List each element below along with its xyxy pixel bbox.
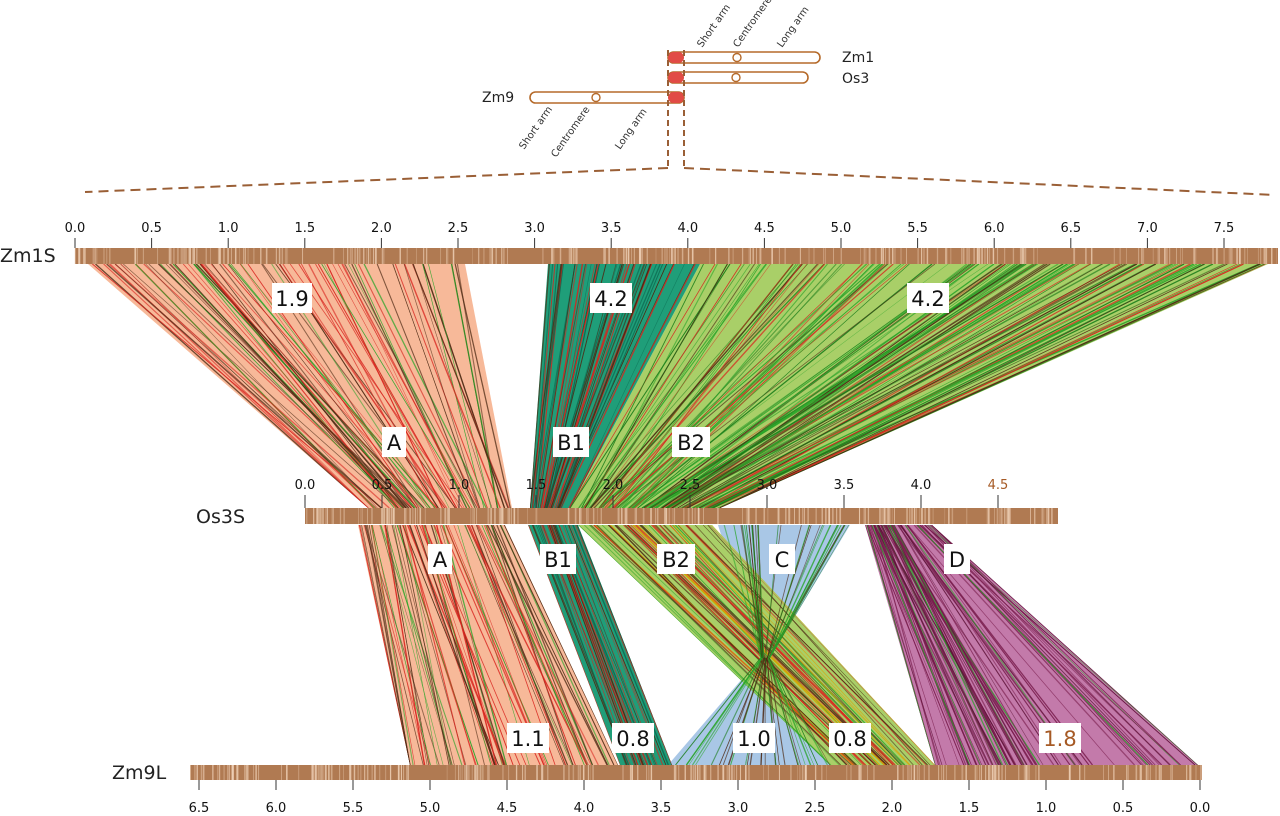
tick-label: 2.5 bbox=[680, 478, 701, 493]
tick-label: 5.5 bbox=[907, 221, 928, 236]
track-zm1s: Zm1S 0.0 0.5 1.0 1.5 2.0 2.5 3.0 3.5 4.0 4.5 5.0 5.… bbox=[0, 221, 1278, 267]
tick-label: 2.5 bbox=[805, 801, 826, 816]
lower-label-d: D bbox=[949, 548, 965, 572]
lower-label-c: C bbox=[775, 548, 790, 572]
arm-label-long-bottom: Long arm bbox=[613, 107, 649, 152]
tick-label: 5.5 bbox=[343, 801, 364, 816]
arm-label-short-top: Short arm bbox=[695, 3, 733, 50]
zoom-projection-left bbox=[84, 167, 669, 193]
arm-label-long-top: Long arm bbox=[775, 5, 811, 50]
upper-label-b1: B1 bbox=[557, 431, 585, 455]
tick-label: 0.5 bbox=[372, 478, 393, 493]
tick-label: 0.0 bbox=[65, 221, 86, 236]
zoom-projection-right bbox=[683, 167, 1276, 196]
tick-label: 2.0 bbox=[603, 478, 624, 493]
chromosome-os3: Os3 bbox=[667, 71, 869, 87]
ruler-os3s: 0.0 0.5 1.0 1.5 2.0 2.5 3.0 3.5 4.0 4.5 bbox=[295, 478, 1009, 508]
tick-label: 4.5 bbox=[988, 478, 1009, 493]
tick-label: 3.0 bbox=[757, 478, 778, 493]
tick-label: 3.5 bbox=[651, 801, 672, 816]
tick-label: 0.0 bbox=[295, 478, 316, 493]
tick-label: 3.0 bbox=[728, 801, 749, 816]
tick-label: 6.5 bbox=[189, 801, 210, 816]
upper-label-b2: B2 bbox=[677, 431, 705, 455]
lower-label-b1: B1 bbox=[544, 548, 572, 572]
tick-label: 0.0 bbox=[1190, 801, 1211, 816]
tick-label: 1.0 bbox=[218, 221, 239, 236]
tick-label: 4.0 bbox=[911, 478, 932, 493]
arm-label-short-bottom: Short arm bbox=[517, 105, 555, 152]
chromosome-name-os3: Os3 bbox=[842, 71, 869, 87]
tick-label: 2.0 bbox=[882, 801, 903, 816]
tick-label: 3.5 bbox=[834, 478, 855, 493]
upper-labels: 1.9 4.2 4.2 A B1 B2 bbox=[272, 283, 949, 457]
chromosome-name-zm9: Zm9 bbox=[482, 90, 514, 106]
tick-label: 0.5 bbox=[1113, 801, 1134, 816]
lower-label-b2: B2 bbox=[662, 548, 690, 572]
upper-value-b1: 4.2 bbox=[594, 287, 627, 311]
ruler-zm1s: 0.0 0.5 1.0 1.5 2.0 2.5 3.0 3.5 4.0 4.5 5.0 5.5 6.0 6… bbox=[65, 221, 1235, 248]
tick-label: 4.5 bbox=[754, 221, 775, 236]
ruler-zm9l: 6.5 6.0 5.5 5.0 4.5 4.0 3.5 3.0 2.5 2.0 1.5 1.0 0.5 0… bbox=[189, 780, 1211, 816]
tick-label: 7.5 bbox=[1214, 221, 1235, 236]
tick-label: 4.0 bbox=[574, 801, 595, 816]
tick-label: 0.5 bbox=[141, 221, 162, 236]
lower-block-c-bottom bbox=[668, 658, 830, 765]
ideogram-inset: Zm1 Os3 Zm9 Short arm Centromere Long ar… bbox=[84, 0, 1276, 196]
track-name-os3s: Os3S bbox=[196, 506, 245, 528]
chromosome-zm1: Zm1 bbox=[667, 50, 874, 66]
tick-label: 5.0 bbox=[420, 801, 441, 816]
tick-label: 3.0 bbox=[524, 221, 545, 236]
lower-value-a: 1.1 bbox=[511, 727, 544, 751]
tick-label: 1.5 bbox=[294, 221, 315, 236]
upper-value-b2: 4.2 bbox=[911, 287, 944, 311]
track-zm9l: Zm9L 6.5 6.0 5.5 5.0 4.5 4.0 3.5 3.0 2.5 2.0 1.5 1.… bbox=[112, 762, 1210, 816]
tick-label: 6.0 bbox=[266, 801, 287, 816]
track-name-zm1s: Zm1S bbox=[0, 245, 56, 267]
arm-label-centromere-top: Centromere bbox=[731, 0, 774, 50]
chromosome-bar-zm9l bbox=[190, 765, 1202, 780]
tick-label: 4.0 bbox=[677, 221, 698, 236]
arm-label-centromere-bottom: Centromere bbox=[549, 105, 592, 160]
tick-label: 7.0 bbox=[1137, 221, 1158, 236]
upper-synteny bbox=[88, 264, 1268, 508]
lower-value-b2: 0.8 bbox=[833, 727, 866, 751]
tick-label: 2.0 bbox=[371, 221, 392, 236]
track-name-zm9l: Zm9L bbox=[112, 762, 167, 784]
chromosome-name-zm1: Zm1 bbox=[842, 50, 874, 66]
tick-label: 3.5 bbox=[601, 221, 622, 236]
upper-label-a: A bbox=[387, 431, 402, 455]
tick-label: 1.5 bbox=[526, 478, 547, 493]
chromosome-zm9: Zm9 bbox=[482, 90, 685, 106]
lower-value-c: 1.0 bbox=[737, 727, 770, 751]
upper-value-a: 1.9 bbox=[275, 287, 308, 311]
chromosome-bar-os3s bbox=[305, 508, 1058, 524]
tick-label: 1.0 bbox=[1036, 801, 1057, 816]
lower-label-a: A bbox=[433, 548, 448, 572]
tick-label: 5.0 bbox=[831, 221, 852, 236]
lower-value-d: 1.8 bbox=[1043, 727, 1076, 751]
tick-label: 4.5 bbox=[497, 801, 518, 816]
lower-labels: A B1 B2 C D 1.1 0.8 1.0 0.8 1.8 bbox=[428, 544, 1081, 753]
tick-label: 1.5 bbox=[959, 801, 980, 816]
lower-value-b1: 0.8 bbox=[616, 727, 649, 751]
tick-label: 1.0 bbox=[449, 478, 470, 493]
tick-label: 6.5 bbox=[1060, 221, 1081, 236]
track-os3s: Os3S 0.0 0.5 1.0 1.5 2.0 2.5 3.0 3.5 4.0 4.5 bbox=[196, 478, 1058, 528]
tick-label: 6.0 bbox=[984, 221, 1005, 236]
chromosome-bar-zm1s bbox=[75, 248, 1278, 264]
tick-label: 2.5 bbox=[448, 221, 469, 236]
